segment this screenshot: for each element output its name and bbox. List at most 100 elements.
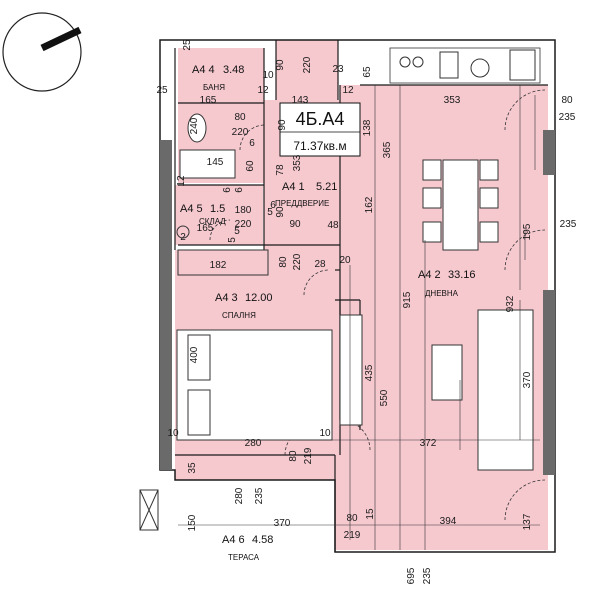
dimension-label: 6 bbox=[270, 200, 276, 211]
dimension-label: 370 bbox=[274, 518, 291, 529]
bath-code: А4 4 bbox=[192, 64, 215, 76]
dimension-label: 60 bbox=[245, 160, 256, 172]
store-code: А4 5 bbox=[180, 203, 203, 215]
dimension-label: 20 bbox=[339, 255, 351, 266]
dimension-label: 353 bbox=[292, 154, 303, 171]
stove-burner-icon bbox=[399, 56, 411, 68]
pillow-icon bbox=[187, 389, 211, 436]
dining-table bbox=[442, 159, 479, 251]
hall-area: 5.21 bbox=[316, 181, 337, 193]
dimension-label: 550 bbox=[379, 389, 390, 406]
dimension-label: 12 bbox=[257, 85, 269, 96]
shower-tray bbox=[179, 149, 236, 179]
terrace-area: 4.58 bbox=[252, 534, 273, 546]
store-area: 1.5 bbox=[210, 203, 225, 215]
dimension-label: 182 bbox=[210, 260, 227, 271]
compass-needle-icon bbox=[40, 26, 82, 52]
door-swing-1 bbox=[504, 229, 546, 271]
walls bbox=[159, 39, 556, 553]
dimension-label: 220 bbox=[302, 56, 313, 73]
dimension-label: 10 bbox=[319, 428, 331, 439]
room-labels: А4 4 3.48 БАНЯ А4 1 5.21 ПРЕДДВЕРИЕ А4 5… bbox=[180, 64, 476, 562]
dimension-label: 435 bbox=[364, 364, 375, 381]
dimension-label: 65 bbox=[362, 66, 373, 78]
dimension-label: 80 bbox=[288, 450, 299, 462]
terrace-railing-hatch bbox=[139, 489, 159, 531]
dimension-label: 372 bbox=[420, 438, 437, 449]
dimension-label: 137 bbox=[522, 513, 533, 530]
compass bbox=[2, 12, 82, 92]
dining-chair-icon bbox=[422, 187, 442, 209]
dimension-label: 280 bbox=[245, 438, 262, 449]
dimension-label: 165 bbox=[197, 223, 214, 234]
unit-code-box: 4Б.А4 71.37кв.м bbox=[279, 102, 361, 157]
dimension-label: 12 bbox=[342, 85, 354, 96]
dimension-label: 6 bbox=[249, 138, 255, 149]
dimension-label: 80 bbox=[561, 95, 573, 106]
dimension-label: 5 bbox=[227, 237, 238, 243]
door-swing-6 bbox=[209, 219, 231, 241]
unit-area: 71.37кв.м bbox=[293, 139, 346, 153]
boiler-icon bbox=[176, 225, 190, 239]
bed bbox=[176, 329, 333, 441]
left-wall-thick bbox=[160, 140, 172, 470]
unit-code: 4Б.А4 bbox=[296, 109, 345, 129]
door-swing-2 bbox=[504, 89, 546, 131]
dimension-label: 394 bbox=[440, 516, 457, 527]
living-name: ДНЕВНА bbox=[425, 289, 459, 298]
pillow-icon bbox=[187, 334, 211, 381]
dimension-label: 12 bbox=[176, 175, 187, 187]
dimension-label: 90 bbox=[275, 59, 286, 71]
stove-burner-icon bbox=[412, 56, 424, 68]
terrace-name: ТЕРАСА bbox=[228, 553, 260, 562]
dimension-label: 235 bbox=[254, 487, 265, 504]
dimension-label: 220 bbox=[235, 219, 252, 230]
wardrobe-fill bbox=[175, 250, 340, 275]
dimension-label: 932 bbox=[505, 295, 516, 312]
dimension-label: 48 bbox=[327, 220, 339, 231]
dimension-label: 235 bbox=[560, 219, 577, 230]
compass-circle bbox=[2, 12, 82, 92]
dimension-label: 353 bbox=[444, 95, 461, 106]
fixtures bbox=[139, 47, 541, 531]
sofa bbox=[477, 309, 534, 471]
dimension-label: 915 bbox=[402, 291, 413, 308]
terrace-railing bbox=[139, 489, 159, 531]
hall-code: А4 1 bbox=[282, 181, 305, 193]
living-code: А4 2 bbox=[418, 269, 441, 281]
dimension-label: 143 bbox=[292, 95, 309, 106]
dimension-label: 5 bbox=[234, 226, 240, 237]
dimension-label: 80 bbox=[234, 112, 246, 123]
dimension-guides bbox=[178, 85, 540, 550]
dimension-label: 90 bbox=[275, 206, 286, 218]
sink-icon bbox=[439, 51, 459, 79]
door-swing-4 bbox=[504, 479, 546, 521]
dimension-label: 78 bbox=[275, 164, 286, 176]
store-fill bbox=[175, 185, 263, 245]
fridge-icon bbox=[509, 49, 536, 81]
dimension-label: 23 bbox=[332, 64, 344, 75]
dimension-label: 150 bbox=[187, 514, 198, 531]
dimension-label: 25 bbox=[156, 85, 168, 96]
hall-name: ПРЕДДВЕРИЕ bbox=[275, 199, 329, 208]
bath-name: БАНЯ bbox=[203, 83, 225, 92]
dimension-label: 219 bbox=[303, 447, 314, 464]
dimension-label: 235 bbox=[422, 567, 433, 584]
dimension-label: 240 bbox=[189, 117, 200, 134]
living-area: 33.16 bbox=[448, 269, 476, 281]
right-window-top bbox=[543, 130, 555, 175]
dimension-label: 162 bbox=[364, 196, 375, 213]
wardrobe bbox=[177, 249, 269, 276]
dimension-label: 2 bbox=[180, 232, 186, 243]
dimension-label: 138 bbox=[362, 119, 373, 136]
dimension-label: 28 bbox=[314, 259, 326, 270]
terrace-code: А4 6 bbox=[222, 534, 245, 546]
dimension-label: 90 bbox=[277, 119, 288, 131]
dimension-label: 695 bbox=[406, 567, 417, 584]
dimension-label: 235 bbox=[559, 112, 576, 123]
dimension-label: 15 bbox=[365, 508, 376, 520]
bath-area: 3.48 bbox=[223, 64, 244, 76]
bedroom-area: 12.00 bbox=[245, 292, 273, 304]
